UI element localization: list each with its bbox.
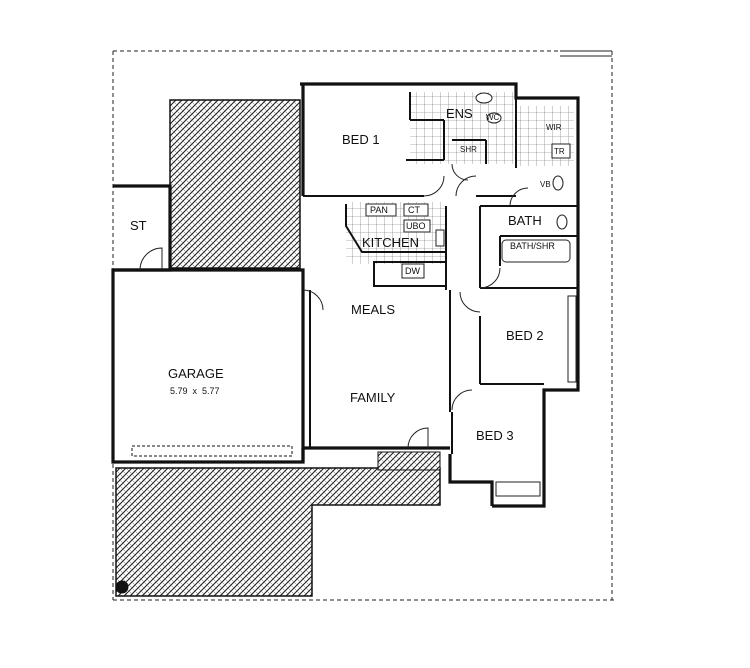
- alfresco-strip: [377, 451, 441, 471]
- dishwasher-icon: [401, 263, 425, 279]
- wardrobe-bed2-icon: [567, 295, 577, 383]
- room-label-meals: MEALS: [351, 302, 395, 317]
- room-label-family: FAMILY: [350, 390, 396, 405]
- room-label-bath: BATH: [508, 213, 542, 228]
- fixture-labels: PAN CT UBO DW WIR TR VB SHR WC: [370, 113, 565, 276]
- room-label-bed3: BED 3: [476, 428, 514, 443]
- door-swings: [139, 163, 529, 449]
- room-label-bed2: BED 2: [506, 328, 544, 343]
- bathtub-icon: [501, 239, 571, 263]
- fixture-label-tr: TR: [554, 147, 565, 156]
- garage-door: [131, 445, 293, 464]
- linen-tr-icon: [551, 143, 571, 159]
- fixture-label-dw: DW: [405, 266, 420, 276]
- fixture-label-ct: CT: [408, 205, 420, 215]
- room-label-bath-shr: BATH/SHR: [510, 241, 555, 251]
- pantry-icon: [365, 203, 397, 217]
- fixture-label-vb: VB: [540, 180, 551, 189]
- ensuite-toilet-icon: [486, 112, 502, 124]
- fixture-label-wc: WC: [486, 113, 500, 122]
- garage-dimensions: 5.79 x 5.77: [170, 386, 220, 396]
- ensuite-tiles: [410, 92, 514, 164]
- interior-walls: [303, 92, 578, 454]
- driveway-paving: [115, 467, 441, 597]
- room-label-bed1: BED 1: [342, 132, 380, 147]
- cooktop-icon: [403, 203, 429, 217]
- room-label-st: ST: [130, 218, 147, 233]
- oven-icon: [403, 219, 431, 233]
- fixture-label-shr: SHR: [460, 145, 477, 154]
- kitchen-sink-icon: [435, 229, 445, 247]
- room-labels: BED 1 ENS ST BATH BATH/SHR KITCHEN MEALS…: [130, 106, 555, 443]
- room-label-kitchen: KITCHEN: [362, 235, 419, 250]
- fixture-label-pan: PAN: [370, 205, 388, 215]
- fixture-label-wir: WIR: [546, 123, 562, 132]
- survey-peg-icon: [115, 580, 129, 594]
- bath-basin-icon: [552, 175, 564, 191]
- room-label-garage: GARAGE: [168, 366, 224, 381]
- porch-paving: [169, 99, 301, 269]
- wardrobe-bed3-icon: [495, 481, 541, 497]
- fixtures: [115, 92, 577, 594]
- fixture-label-ubo: UBO: [406, 221, 426, 231]
- room-label-ens: ENS: [446, 106, 473, 121]
- ensuite-vanity-basin-icon: [475, 92, 493, 104]
- bath-toilet-icon: [556, 214, 568, 230]
- boundary-edge-marks: [560, 50, 612, 57]
